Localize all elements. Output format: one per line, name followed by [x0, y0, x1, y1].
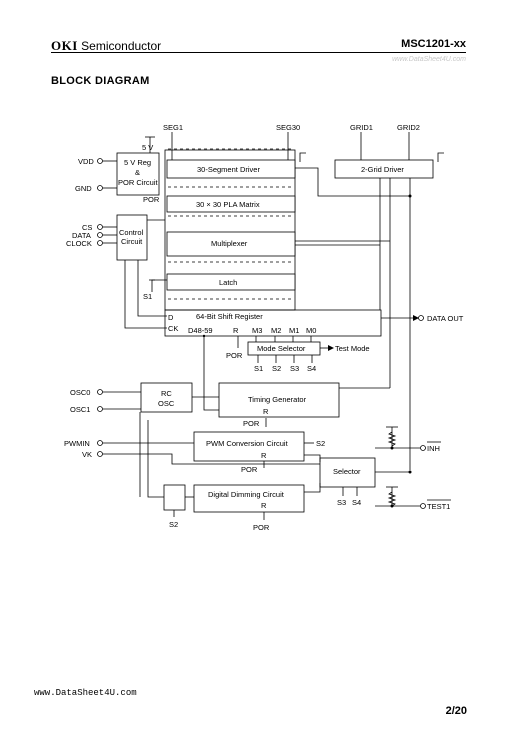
s4-mode-label: S4: [307, 364, 316, 373]
header-rule: [51, 52, 466, 53]
por-label-timing: POR: [243, 419, 260, 428]
company-name: Semiconductor: [81, 39, 162, 53]
m3-label: M3: [252, 326, 262, 335]
osc0-pin: OSC0: [70, 388, 90, 397]
header-watermark: www.DataSheet4U.com: [392, 56, 466, 63]
header-brand: OKI Semiconductor: [51, 38, 161, 54]
pla-box: [166, 195, 296, 213]
part-number: MSC1201-xx: [401, 38, 466, 50]
control-line-2: Circuit: [121, 237, 143, 246]
s2-dimming-label: S2: [169, 520, 178, 529]
pla-label: 30 × 30 PLA Matrix: [196, 200, 260, 209]
vdd-pin: VDD: [78, 157, 94, 166]
grid1-label: GRID1: [350, 123, 373, 132]
data-out-pin: DATA OUT: [427, 314, 464, 323]
r-label-dimming: R: [261, 501, 267, 510]
data-pin: DATA: [72, 231, 91, 240]
vk-pin: VK: [82, 450, 92, 459]
osc-label: OSC: [158, 399, 175, 408]
s2-mode-label: S2: [272, 364, 281, 373]
latch-box: [166, 273, 296, 291]
footer-watermark: www.DataSheet4U.com: [34, 688, 137, 698]
reg-box: [116, 152, 160, 196]
d48-59-label: D48-59: [188, 326, 213, 335]
shift-register-label: 64-Bit Shift Register: [196, 312, 263, 321]
r-label-pwm: R: [261, 451, 267, 460]
section-title: BLOCK DIAGRAM: [51, 75, 150, 87]
seg-driver-box: [166, 159, 296, 179]
por-label-dimming: POR: [253, 523, 270, 532]
inh-pin: INH: [427, 444, 440, 453]
seg1-label: SEG1: [163, 123, 183, 132]
mode-selector-box: [247, 341, 321, 356]
cs-pin: CS: [82, 223, 92, 232]
selector-box: [319, 457, 376, 488]
dimming-box: [193, 484, 305, 513]
s3-mode-label: S3: [290, 364, 299, 373]
m0-label: M0: [306, 326, 316, 335]
por-label-pwm: POR: [241, 465, 258, 474]
mux-label: Multiplexer: [211, 239, 248, 248]
dimming-label: Digital Dimming Circuit: [208, 490, 285, 499]
r-label-timing: R: [263, 407, 269, 416]
gnd-pin: GND: [75, 184, 92, 193]
pwm-label: PWM Conversion Circuit: [206, 439, 289, 448]
test1-pin: TEST1: [427, 502, 450, 511]
reg-line-3: POR Circuit: [118, 178, 159, 187]
oki-logo: OKI: [51, 38, 78, 53]
osc1-pin: OSC1: [70, 405, 90, 414]
selector-label: Selector: [333, 467, 361, 476]
clock-pin: CLOCK: [66, 239, 92, 248]
grid-driver-label: 2-Grid Driver: [361, 165, 404, 174]
reg-line-2: &: [135, 168, 140, 177]
rc-label: RC: [161, 389, 172, 398]
r-label-shift: R: [233, 326, 239, 335]
timing-generator-box: [218, 382, 340, 418]
mux-box: [166, 231, 296, 257]
rc-osc-box: [140, 382, 193, 413]
s3-selector-label: S3: [337, 498, 346, 507]
d-label: D: [168, 313, 174, 322]
seg-driver-label: 30-Segment Driver: [197, 165, 260, 174]
page-number: 2/20: [445, 705, 467, 717]
s2-switch-box: [163, 484, 186, 511]
five-v-label: 5 V: [142, 143, 153, 152]
ck-label: CK: [168, 324, 178, 333]
s1-mode-label: S1: [254, 364, 263, 373]
m2-label: M2: [271, 326, 281, 335]
m1-label: M1: [289, 326, 299, 335]
grid2-label: GRID2: [397, 123, 420, 132]
pwmin-pin: PWMIN: [64, 439, 90, 448]
shift-register-box: [164, 309, 382, 337]
por-label: POR: [143, 195, 160, 204]
latch-label: Latch: [219, 278, 237, 287]
s2-pwm-label: S2: [316, 439, 325, 448]
mode-selector-label: Mode Selector: [257, 344, 306, 353]
seg30-label: SEG30: [276, 123, 300, 132]
grid-driver-box: [334, 159, 434, 179]
pwm-box: [193, 431, 305, 462]
test-mode-label: Test Mode: [335, 344, 370, 353]
reg-line-1: 5 V Reg: [124, 158, 151, 167]
s4-selector-label: S4: [352, 498, 361, 507]
por-label-mode: POR: [226, 351, 243, 360]
timing-generator-label: Timing Generator: [248, 395, 307, 404]
s1-label: S1: [143, 292, 152, 301]
control-box: [116, 214, 148, 261]
control-line-1: Control: [119, 228, 144, 237]
